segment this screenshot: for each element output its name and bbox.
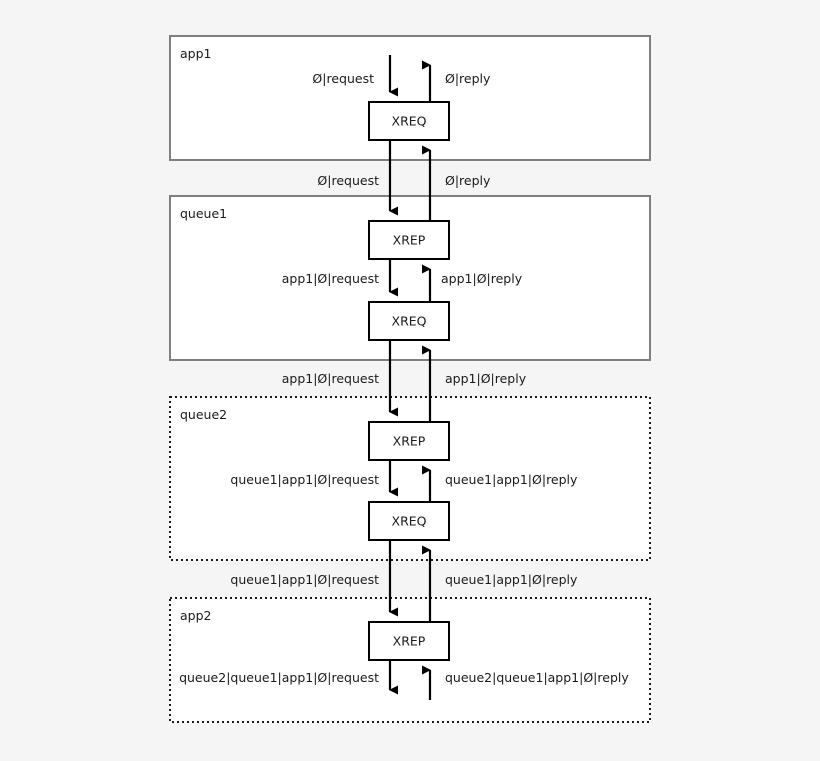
edge-label-e6-reply: queue1|app1|Ø|reply [445,572,578,587]
edge-label-e1-request: Ø|request [312,71,374,86]
group-box-app1 [169,35,651,161]
edge-label-e7-reply: queue2|queue1|app1|Ø|reply [445,670,629,685]
socket-box-app1-xreq [368,101,450,141]
edge-label-e5-request: queue1|app1|Ø|request [230,472,379,487]
socket-box-queue2-xrep [368,421,450,461]
group-label-queue2: queue2 [180,407,227,422]
edge-label-e6-request: queue1|app1|Ø|request [230,572,379,587]
socket-label-queue2-xrep: XREP [393,434,426,449]
socket-box-queue1-xreq [368,301,450,341]
socket-label-queue1-xrep: XREP [393,233,426,248]
edge-label-e2-request: Ø|request [317,173,379,188]
socket-box-queue1-xrep [368,220,450,260]
edge-label-e5-reply: queue1|app1|Ø|reply [445,472,578,487]
edge-label-e2-reply: Ø|reply [445,173,491,188]
socket-label-app2-xrep: XREP [393,634,426,649]
socket-box-queue2-xreq [368,501,450,541]
socket-box-app2-xrep [368,621,450,661]
socket-label-queue1-xreq: XREQ [392,314,427,329]
edge-label-e3-reply: app1|Ø|reply [441,271,523,286]
edge-label-e7-request: queue2|queue1|app1|Ø|request [179,670,379,685]
socket-label-app1-xreq: XREQ [392,114,427,129]
edge-label-e4-request: app1|Ø|request [282,371,379,386]
edge-label-e1-reply: Ø|reply [445,71,491,86]
socket-nodes-layer: XREQ XREP XREQ XREP XREQ XREP [368,101,450,661]
socket-label-queue2-xreq: XREQ [392,514,427,529]
group-label-app2: app2 [180,608,211,623]
edges-layer [388,55,432,700]
group-label-app1: app1 [180,46,211,61]
group-label-queue1: queue1 [180,206,227,221]
edge-label-e4-reply: app1|Ø|reply [445,371,527,386]
edge-label-e3-request: app1|Ø|request [282,271,379,286]
